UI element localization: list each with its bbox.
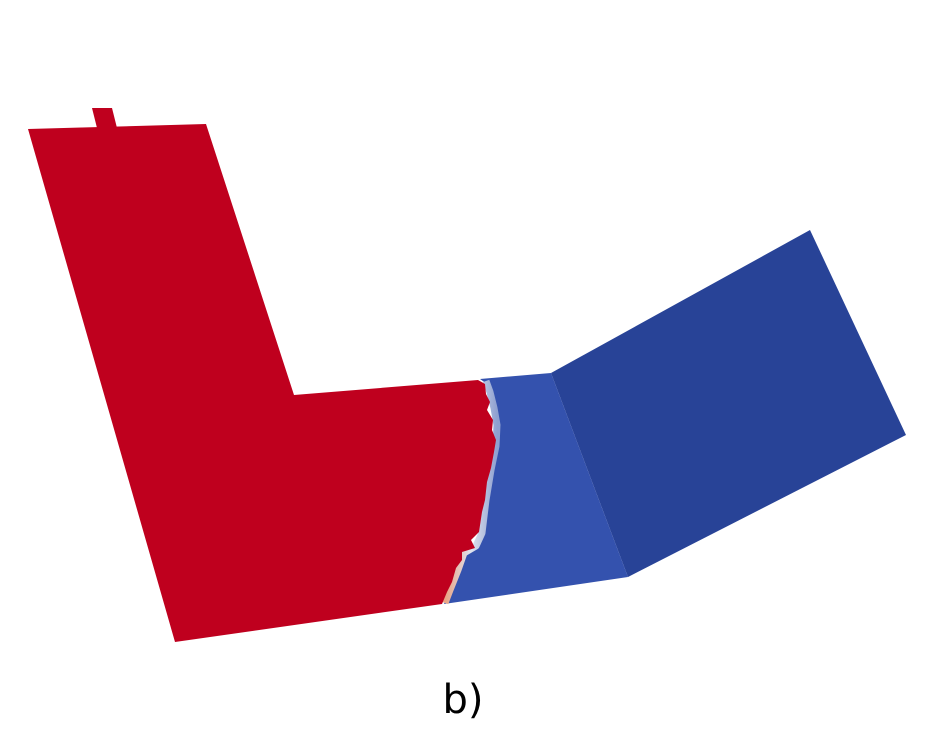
panel-label: b) bbox=[442, 677, 484, 723]
inlet-stub bbox=[92, 108, 117, 128]
phase-interface bbox=[441, 379, 501, 605]
filled-region bbox=[28, 124, 496, 642]
far-block-region bbox=[551, 230, 906, 577]
near-block-region bbox=[444, 373, 628, 604]
